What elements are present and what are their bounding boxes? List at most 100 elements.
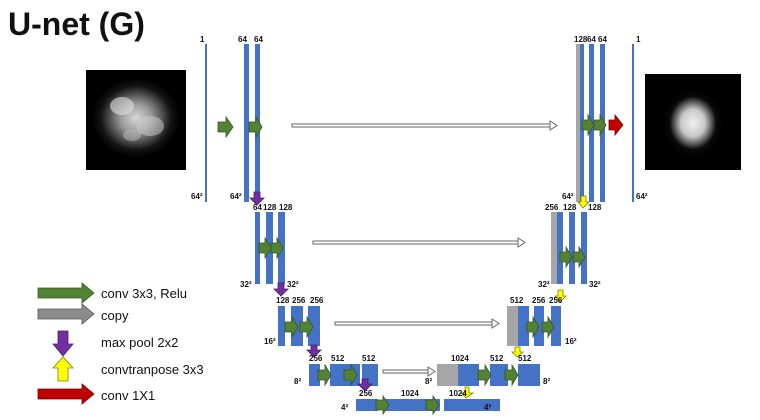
r1-copy-map: [551, 212, 557, 284]
label: 1024: [401, 389, 419, 398]
label: 64²: [636, 192, 648, 201]
upconv-arrow: [554, 289, 567, 303]
l0-conv1-map: [244, 44, 249, 202]
conv-arrow: [284, 315, 299, 339]
l4-input-map: [356, 399, 378, 411]
copy-arrow-l2: [334, 318, 500, 329]
conv-arrow: [375, 394, 390, 416]
output-image: [645, 74, 741, 170]
l1-input-map: [255, 212, 260, 284]
label: 4²: [484, 403, 491, 412]
label: 256: [292, 296, 306, 305]
r3-conv1-map: [490, 364, 508, 386]
final-conv-arrow: [608, 113, 624, 137]
label: 64: [238, 35, 247, 44]
conv-arrow: [581, 113, 595, 137]
conv-arrow: [425, 394, 440, 416]
r3-upconv-map: [458, 364, 479, 386]
label: 32²: [589, 280, 601, 289]
label: 128: [574, 35, 588, 44]
conv-arrow: [343, 363, 358, 387]
final-conv-arrow-icon: [37, 383, 95, 405]
conv-arrow: [217, 115, 234, 139]
label: 64: [253, 203, 262, 212]
label: 1: [636, 35, 641, 44]
max-pool-arrow-icon: [52, 330, 74, 357]
r3-copy-map: [437, 364, 458, 386]
conv-arrow: [541, 315, 555, 339]
label: 64²: [191, 192, 203, 201]
label: 1: [200, 35, 205, 44]
conv-arrow: [593, 113, 607, 137]
label: 512: [362, 354, 376, 363]
conv-arrow: [477, 363, 492, 387]
l3-input-map: [309, 364, 320, 386]
label: 32²: [538, 280, 550, 289]
copy-arrow-l3: [382, 366, 436, 377]
label: 256: [309, 354, 323, 363]
label: 256: [310, 296, 324, 305]
conv-arrow: [504, 363, 519, 387]
label: 32²: [287, 280, 299, 289]
conv-arrow: [526, 315, 540, 339]
r0-copy-map: [576, 44, 580, 202]
label: 128: [588, 203, 602, 212]
upconv-arrow-icon: [52, 356, 74, 382]
input-feature-map: [205, 44, 207, 202]
r3-conv2-map: [518, 364, 540, 386]
legend: [37, 282, 95, 405]
label: 16²: [565, 337, 577, 346]
label: 256: [549, 296, 563, 305]
r1-conv1-map: [569, 212, 575, 284]
label: 64: [598, 35, 607, 44]
label: 128: [563, 203, 577, 212]
label: 1024: [451, 354, 469, 363]
legend-upconv-label: convtranpose 3x3: [101, 362, 204, 377]
conv-arrow: [559, 245, 573, 269]
max-pool-arrow: [357, 378, 373, 392]
label: 64: [587, 35, 596, 44]
legend-max-pool-label: max pool 2x2: [101, 335, 179, 350]
label: 128: [263, 203, 277, 212]
label: 32²: [240, 280, 252, 289]
upconv-arrow: [577, 195, 590, 209]
copy-arrow-l0: [291, 120, 558, 131]
conv-arrow-icon: [37, 282, 95, 304]
l4-conv2-map: [444, 399, 500, 411]
label: 4²: [341, 403, 348, 412]
label: 16²: [264, 337, 276, 346]
label: 8²: [425, 377, 432, 386]
conv-arrow: [270, 236, 284, 260]
label: 512: [490, 354, 504, 363]
conv-arrow: [248, 115, 263, 139]
label: 8²: [294, 377, 301, 386]
label: 1024: [449, 389, 467, 398]
label: 64²: [230, 192, 242, 201]
label: 256: [532, 296, 546, 305]
label: 512: [518, 354, 532, 363]
label: 512: [331, 354, 345, 363]
conv-arrow: [299, 315, 314, 339]
l2-conv2-map: [308, 306, 320, 346]
upconv-arrow: [511, 346, 525, 358]
label: 64²: [562, 192, 574, 201]
conv-arrow: [317, 363, 332, 387]
copy-arrow-icon: [37, 303, 95, 325]
legend-final-conv-label: conv 1X1: [101, 388, 156, 403]
label: 256: [545, 203, 559, 212]
copy-arrow-l1: [312, 237, 526, 248]
page-title: U-net (G): [8, 6, 145, 42]
label: 128: [279, 203, 293, 212]
max-pool-arrow: [273, 282, 289, 297]
label: 64: [254, 35, 263, 44]
label: 128: [276, 296, 290, 305]
max-pool-arrow: [306, 344, 322, 358]
label: 8²: [543, 377, 550, 386]
conv-arrow: [572, 245, 586, 269]
r1-conv2-map: [581, 212, 587, 284]
r1-upconv-map: [557, 212, 563, 284]
r2-conv1-map: [534, 306, 544, 346]
max-pool-arrow: [249, 191, 265, 206]
output-feature-map: [632, 44, 634, 202]
